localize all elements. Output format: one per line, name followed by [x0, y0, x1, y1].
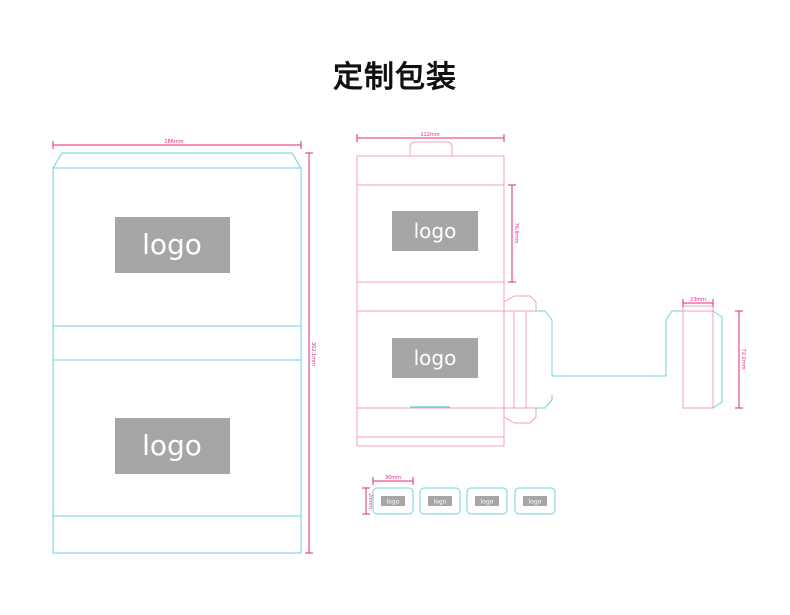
tall-box-logo-top: [392, 211, 478, 251]
tall-box-side-flap: [503, 295, 537, 312]
tall-box-hang-tab: [409, 141, 453, 156]
tall-box-logo-top-text: logo: [414, 219, 457, 243]
tall-box-width-dimension: [356, 134, 505, 142]
small-label-1: [372, 487, 414, 515]
tall-box-end-panel: [682, 310, 714, 409]
tall-box-dieline: [356, 141, 723, 447]
large-box-top-flap: [52, 152, 302, 169]
small-label-height-text: 20mm: [367, 493, 373, 509]
small-label-dimension-height: [362, 487, 370, 515]
large-box-height-label: 302.1mm: [310, 342, 316, 366]
small-label-2: [419, 487, 461, 515]
large-box-width-dimension: [52, 141, 302, 149]
tall-box-connector-strip: [536, 310, 683, 377]
small-label-1-text: logo: [387, 499, 400, 506]
large-box-dieline: [52, 152, 302, 554]
tall-box-panel-height-dimension: [508, 184, 516, 283]
large-box-logo-bottom-text: logo: [142, 429, 202, 462]
large-box-logo-top: [115, 217, 230, 273]
large-box-logo-top-text: logo: [142, 228, 202, 261]
small-label-4: [514, 487, 556, 515]
tall-box-logo-bottom-text: logo: [414, 346, 457, 370]
tab-width-label: 23mm: [690, 297, 706, 303]
large-box-logo-bottom: [115, 418, 230, 474]
large-box-height-dimension: [305, 152, 313, 554]
tall-box-panel-height-label: 76.9mm: [513, 223, 519, 244]
small-label-2-text: logo: [434, 499, 447, 506]
tab-width-dimension: [682, 299, 714, 307]
tall-box-body: [356, 155, 505, 447]
tab-height-label: 72.2mm: [740, 349, 746, 370]
small-label-width-text: 30mm: [385, 475, 401, 481]
small-label-3: [466, 487, 508, 515]
tall-box-logo-bottom: [392, 338, 478, 378]
tall-box-width-label: 112mm: [420, 132, 439, 138]
large-box-width-label: 186mm: [164, 139, 183, 145]
small-label-4-text: logo: [529, 499, 542, 506]
page-title: 定制包装: [333, 60, 457, 95]
tab-height-dimension: [735, 310, 743, 409]
small-label-dimension-width: [372, 477, 414, 485]
small-label-3-text: logo: [481, 499, 494, 506]
